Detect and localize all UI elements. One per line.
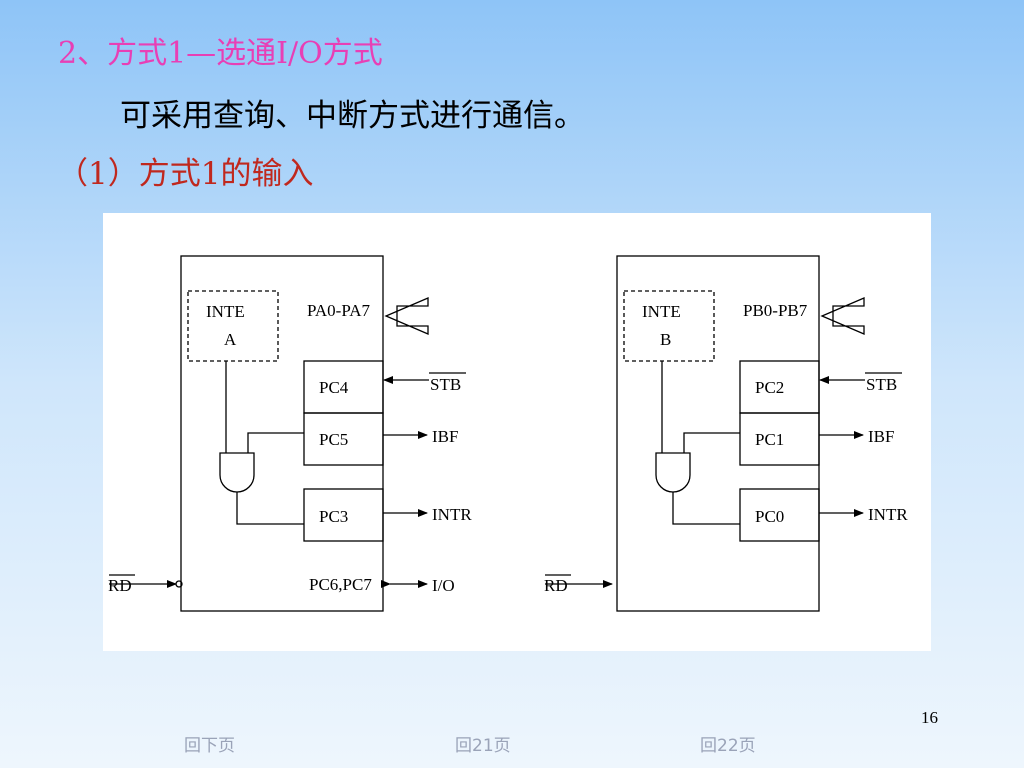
port-a-data-label: PA0-PA7 — [307, 301, 371, 320]
rd-a-bubble — [175, 580, 183, 588]
slide-heading: 2、方式1—选通I/O方式 — [58, 36, 383, 71]
page-number: 16 — [921, 708, 938, 727]
pc1-cell — [739, 412, 820, 466]
rd-b-label: RD — [544, 576, 568, 595]
stb-a-label: STB — [430, 375, 461, 394]
pc3-label: PC3 — [319, 507, 348, 526]
pc6-pc7-label: PC6,PC7 — [309, 575, 372, 594]
port-b-labels: INTE B PB0-PB7 PC2 PC1 PC0 STB IBF INTR … — [544, 301, 908, 595]
slide-subheading: （1）方式1的输入 — [57, 156, 314, 192]
wire-pc1-to-gate — [683, 432, 740, 453]
inte-a-label: INTE — [206, 302, 245, 321]
pc0-cell — [739, 488, 820, 542]
inte-a-letter: A — [224, 330, 237, 349]
inte-b-letter: B — [660, 330, 671, 349]
inte-b-box — [623, 290, 715, 362]
inte-a-box — [187, 290, 279, 362]
inte-b-label: INTE — [642, 302, 681, 321]
slide-text-line: 可采用查询、中断方式进行通信。 — [120, 98, 585, 134]
ibf-a-label: IBF — [432, 427, 458, 446]
stb-b-label: STB — [866, 375, 897, 394]
pc5-cell — [303, 412, 384, 466]
wire-gate-to-pc0 — [672, 492, 740, 525]
nav-back-21-link[interactable]: 回21页 — [455, 736, 511, 756]
port-b-data-label: PB0-PB7 — [743, 301, 808, 320]
intr-a-label: INTR — [432, 505, 472, 524]
rd-a-label: RD — [108, 576, 132, 595]
ibf-b-label: IBF — [868, 427, 894, 446]
port-a-block — [109, 255, 466, 612]
pc2-label: PC2 — [755, 378, 784, 397]
port-b-input-arrow — [820, 297, 865, 335]
wire-gate-to-pc3 — [236, 492, 304, 525]
and-gate-b — [655, 452, 691, 493]
port-a-input-arrow — [384, 297, 429, 335]
io-a-label: I/O — [432, 576, 455, 595]
pc3-cell — [303, 488, 384, 542]
pc1-label: PC1 — [755, 430, 784, 449]
pc0-label: PC0 — [755, 507, 784, 526]
and-gate-a — [219, 452, 255, 493]
wire-pc5-to-gate — [247, 432, 304, 453]
port-b-block — [545, 255, 902, 612]
pc5-label: PC5 — [319, 430, 348, 449]
mode1-input-diagram: INTE A PA0-PA7 PC4 PC5 PC3 PC6,PC7 STB I… — [103, 213, 931, 651]
nav-next-page-link[interactable]: 回下页 — [184, 736, 235, 756]
port-a-labels: INTE A PA0-PA7 PC4 PC5 PC3 PC6,PC7 STB I… — [108, 301, 472, 595]
intr-b-label: INTR — [868, 505, 908, 524]
nav-back-22-link[interactable]: 回22页 — [700, 736, 756, 756]
pc4-label: PC4 — [319, 378, 349, 397]
